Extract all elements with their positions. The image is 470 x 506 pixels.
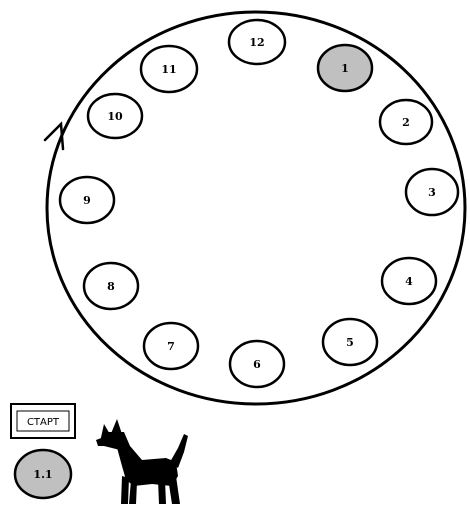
station-12: 12 [229,20,285,64]
start-label: СТАРТ [27,417,60,428]
station-label: 3 [428,186,436,199]
station-label: 2 [402,116,410,129]
station-label: 8 [107,280,115,293]
station-10: 10 [88,94,142,138]
station-label: 5 [346,336,354,349]
station-2: 2 [380,100,432,144]
start-station-label: 1.1 [33,468,52,481]
dog-icon [96,419,188,504]
station-1: 1 [318,45,372,91]
station-11: 11 [141,46,197,92]
station-label: 11 [161,63,176,76]
station-label: 10 [107,110,123,123]
station-5: 5 [323,319,377,365]
station-4: 4 [382,258,436,304]
station-label: 1 [341,62,349,75]
station-label: 4 [405,275,413,288]
start-station: 1.1 [15,450,71,498]
station-3: 3 [406,169,458,215]
start-box: СТАРТ [11,404,75,438]
station-label: 7 [167,340,175,353]
station-6: 6 [230,341,284,387]
station-label: 9 [83,194,91,207]
station-label: 6 [253,358,261,371]
station-7: 7 [144,323,198,369]
station-9: 9 [60,177,114,223]
station-label: 12 [249,36,264,49]
station-8: 8 [84,263,138,309]
